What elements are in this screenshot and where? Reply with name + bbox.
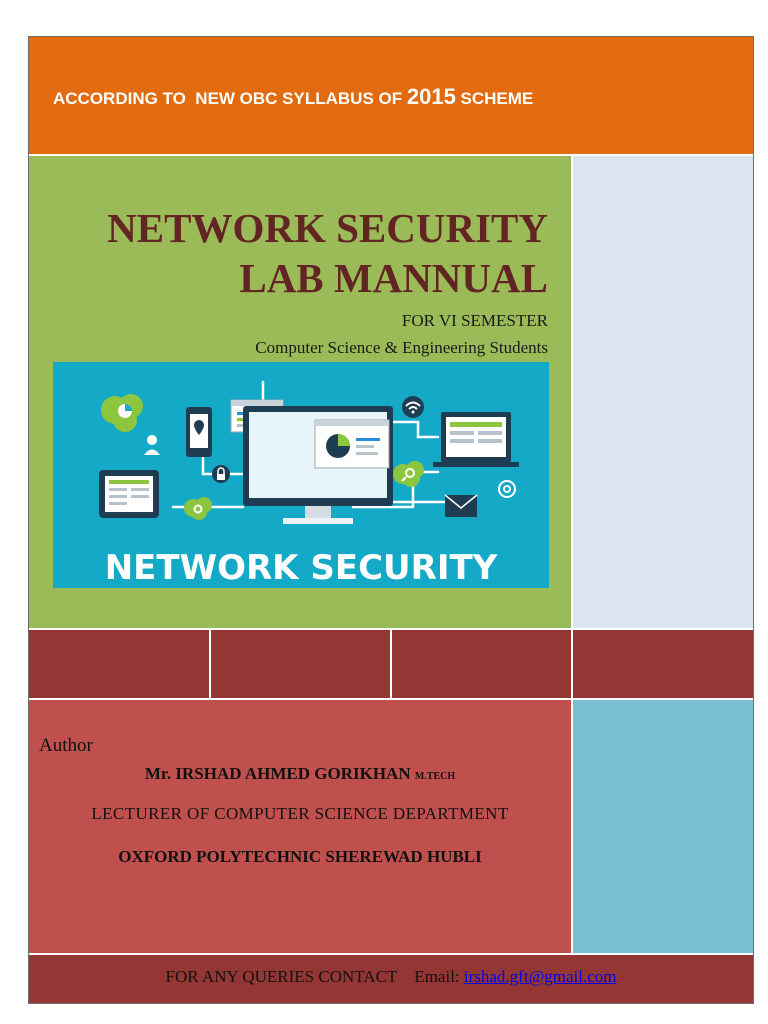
audience-subtitle: Computer Science & Engineering Students — [255, 338, 548, 357]
red-cell-1 — [29, 630, 209, 698]
title-line-2: LAB MANNUAL — [239, 255, 548, 301]
syllabus-prefix: ACCORDING TO NEW OBC SYLLABUS OF — [53, 89, 407, 108]
laptop-icon — [433, 412, 519, 467]
side-panel-light — [573, 156, 753, 628]
red-cell-4 — [573, 630, 753, 698]
cover-page: ACCORDING TO NEW OBC SYLLABUS OF 2015 SC… — [28, 36, 754, 1004]
author-degree: M.TECH — [414, 771, 456, 782]
title-block: NETWORK SECURITY LAB MANNUAL FOR VI SEME… — [29, 156, 571, 628]
contact-label: FOR ANY QUERIES CONTACT — [165, 967, 398, 986]
contact-line: FOR ANY QUERIES CONTACT Email: irshad.gf… — [29, 967, 753, 987]
search-cloud-icon — [393, 461, 424, 487]
chat-bubble-icon — [101, 394, 143, 432]
contact-footer: FOR ANY QUERIES CONTACT Email: irshad.gf… — [29, 955, 753, 1003]
red-cell-3 — [392, 630, 571, 698]
author-position: LECTURER OF COMPUTER SCIENCE DEPARTMENT — [91, 804, 509, 823]
at-sign-icon — [498, 480, 516, 498]
email-link[interactable]: irshad.gft@gmail.com — [463, 967, 617, 986]
network-security-illustration: NETWORK SECURITY — [53, 362, 549, 588]
gear-cloud-icon — [184, 497, 212, 520]
author-label: Author — [39, 735, 93, 756]
author-block: Author Mr. IRSHAD AHMED GORIKHAN M.TECH … — [29, 700, 571, 953]
author-name: Mr. IRSHAD AHMED GORIKHAN M.TECH — [29, 764, 571, 784]
document-title: NETWORK SECURITY LAB MANNUAL — [107, 203, 548, 303]
title-line-1: NETWORK SECURITY — [107, 205, 548, 251]
lock-icon — [212, 465, 230, 483]
wifi-icon — [402, 396, 424, 418]
syllabus-year: 2015 — [406, 84, 456, 109]
side-panel-blue — [573, 700, 753, 953]
syllabus-banner: ACCORDING TO NEW OBC SYLLABUS OF 2015 SC… — [29, 37, 753, 154]
user-icon — [144, 435, 160, 455]
illustration-banner-text: NETWORK SECURITY — [105, 548, 498, 588]
author-institution: OXFORD POLYTECHNIC SHEREWAD HUBLI — [118, 847, 482, 866]
red-cell-2 — [211, 630, 390, 698]
author-name-text: Mr. IRSHAD AHMED GORIKHAN — [144, 764, 411, 783]
tablet-icon — [99, 470, 159, 518]
semester-subtitle: FOR VI SEMESTER — [401, 311, 548, 330]
email-label: Email: — [414, 967, 460, 986]
smartphone-location-icon — [186, 407, 212, 457]
envelope-icon — [444, 494, 478, 517]
syllabus-text: ACCORDING TO NEW OBC SYLLABUS OF 2015 SC… — [53, 84, 533, 110]
pie-chart-icon — [314, 419, 390, 469]
syllabus-suffix: SCHEME — [455, 89, 534, 108]
